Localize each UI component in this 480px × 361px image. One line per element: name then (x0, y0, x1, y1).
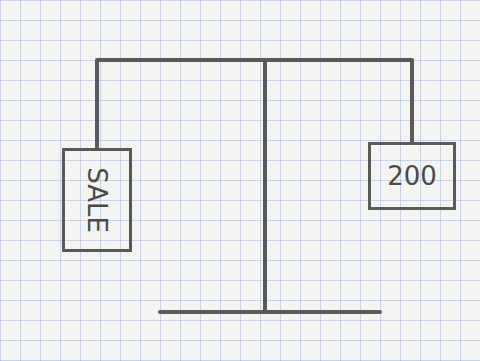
box-label: 200 (387, 163, 437, 189)
weight-box: 200 (368, 142, 456, 210)
balance-beam (97, 60, 412, 148)
stand-post (263, 60, 267, 312)
weight-box: SALE (62, 148, 132, 252)
box-label: SALE (84, 167, 110, 233)
stand-base (160, 310, 380, 314)
